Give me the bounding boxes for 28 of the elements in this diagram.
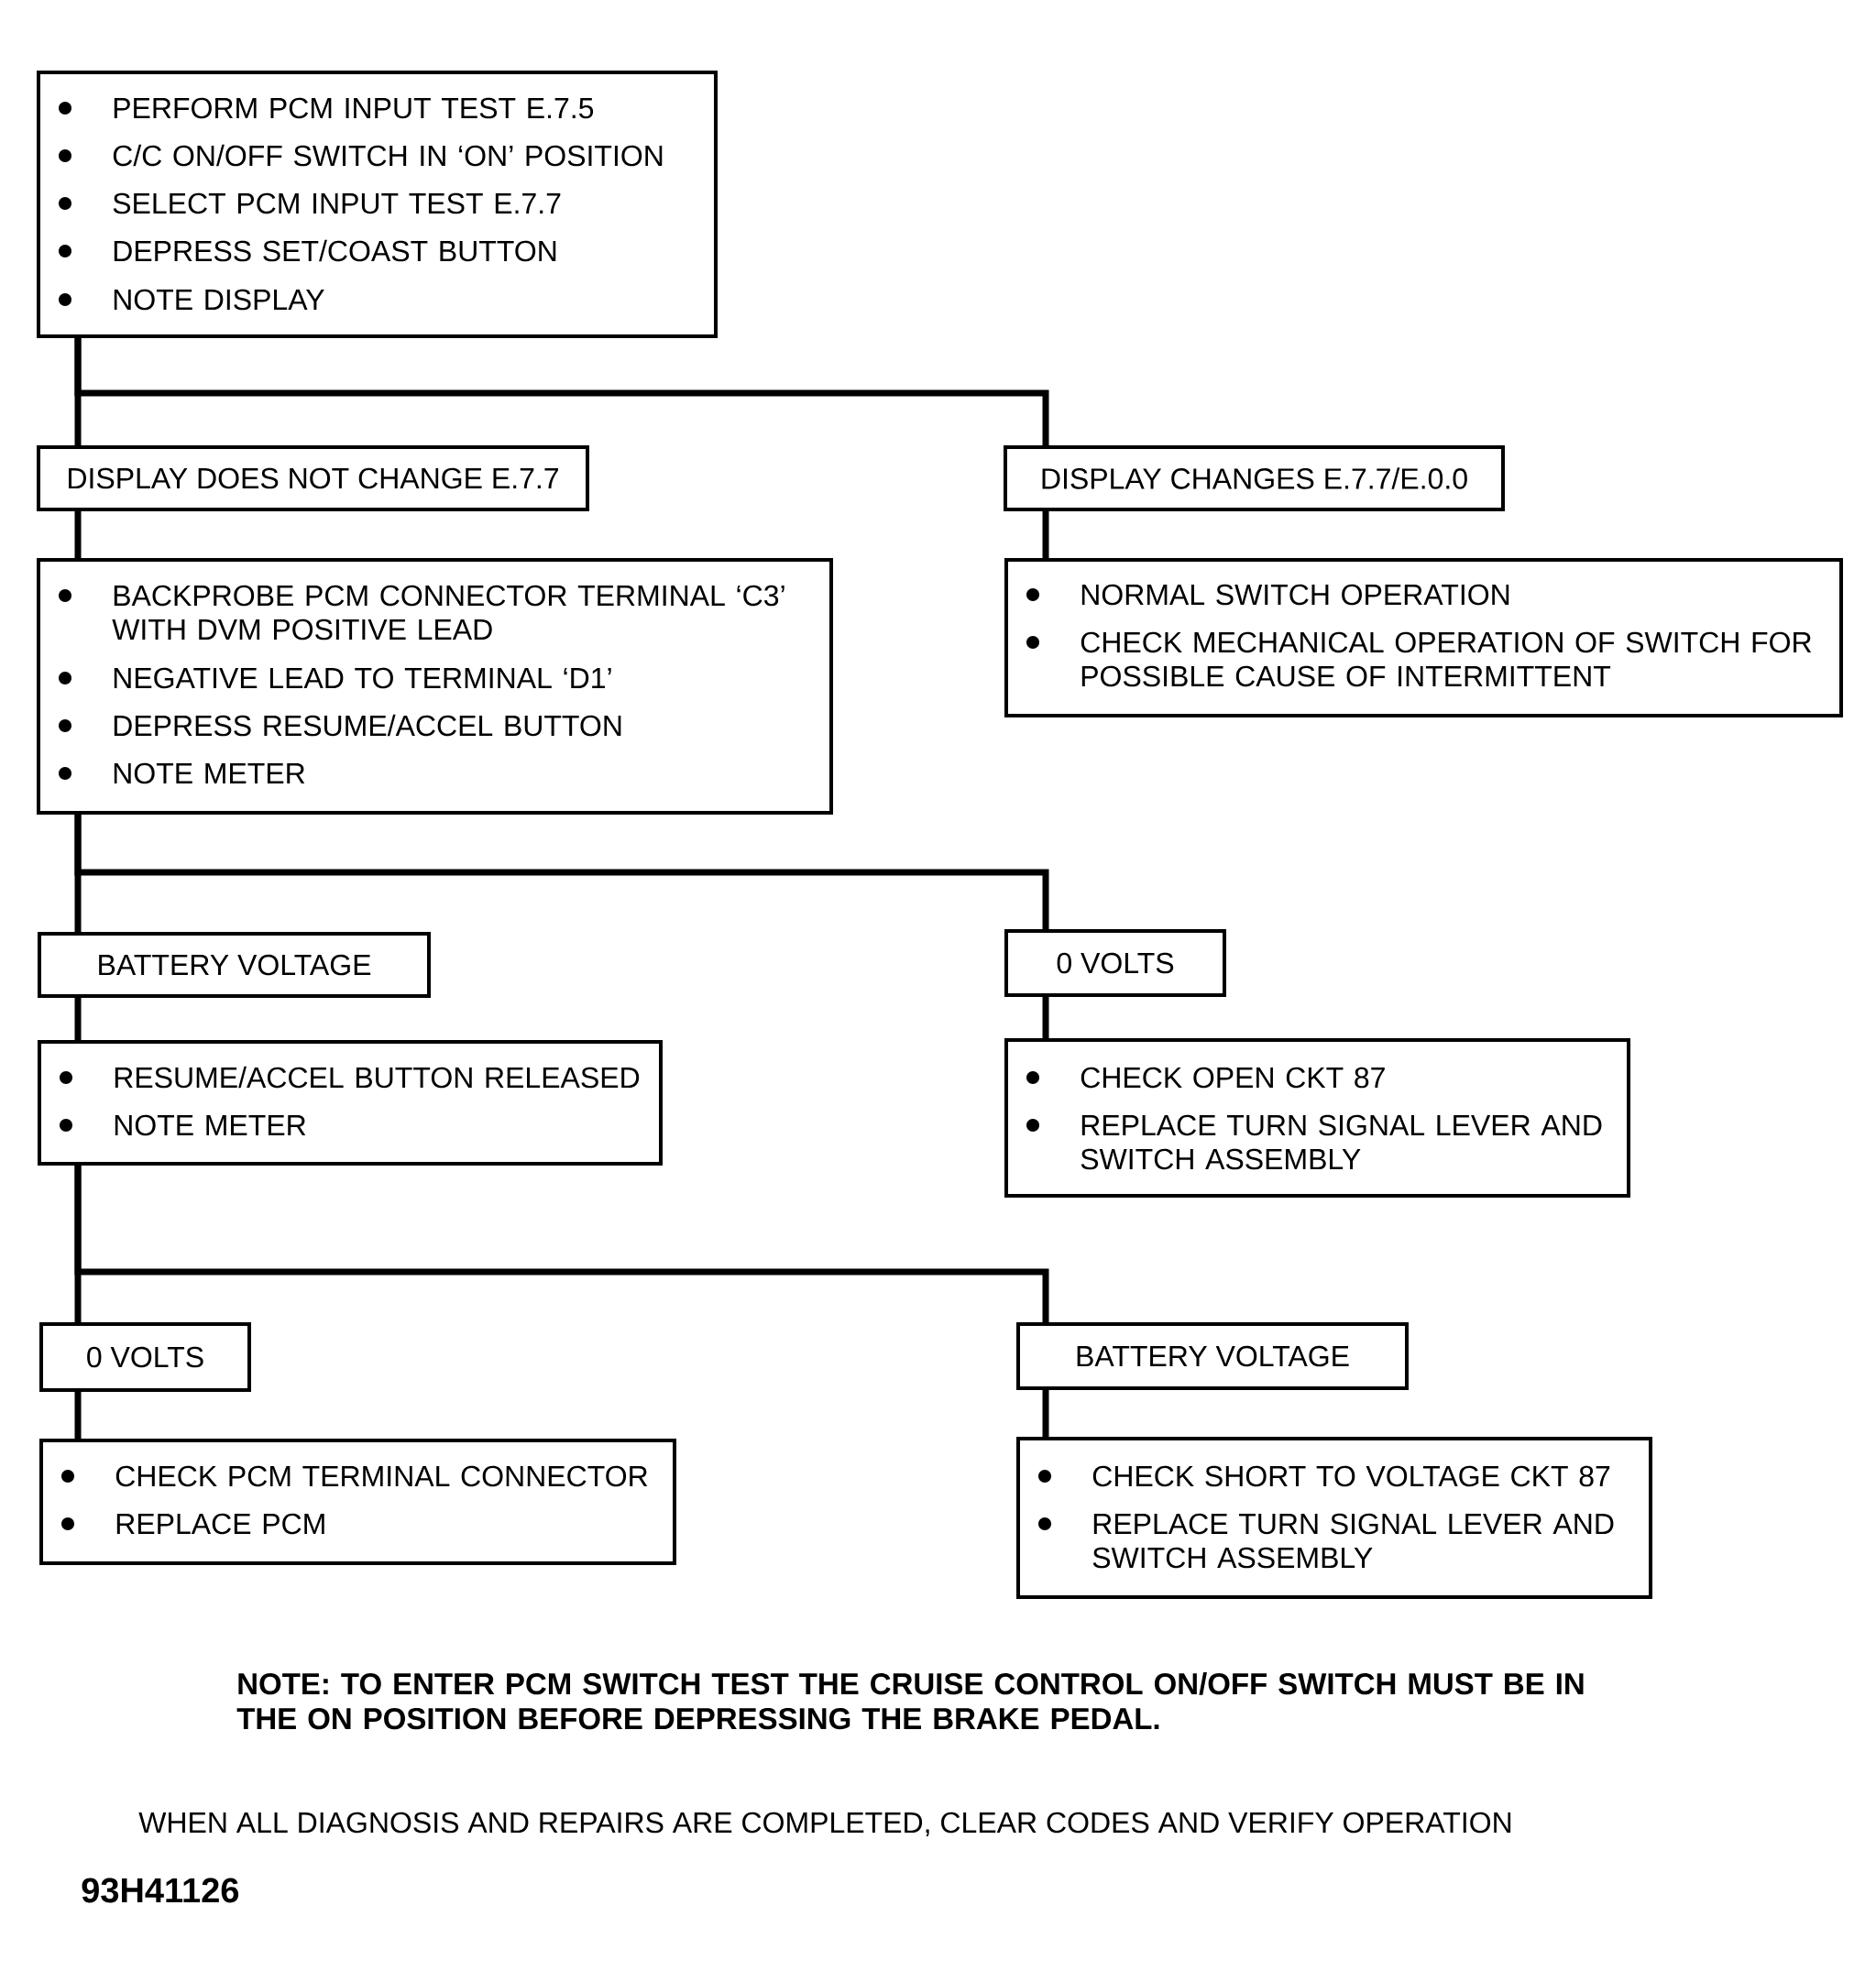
instruction-text: DEPRESS RESUME/ACCEL BUTTON [114,714,621,737]
instruction-text: NOTE DISPLAY [114,289,324,311]
instruction-text: NOTE METER [115,1114,306,1136]
instruction-text: NEGATIVE LEAD TO TERMINAL ‘D1’ [114,667,611,689]
instruction-text: RESUME/ACCEL BUTTON RELEASED [115,1066,640,1089]
instruction-text: REPLACE TURN SIGNAL LEVER AND SWITCH ASSEMBLY [1081,1114,1602,1170]
instruction-text: CHECK MECHANICAL OPERATION OF SWITCH FOR POSSIBLE CAUSE OF INTERMITTENT [1081,631,1812,687]
result-box: DISPLAY CHANGES E.7.7/E.0.0 [1004,445,1505,511]
instruction-text: CHECK SHORT TO VOLTAGE CKT 87 [1092,1465,1610,1487]
instruction-text: C/C ON/OFF SWITCH IN ‘ON’ POSITION [113,144,663,167]
instruction-text: NOTE METER [114,762,305,784]
footer-text: WHEN ALL DIAGNOSIS AND REPAIRS ARE COMPLETED, CLEAR CODES AND VERIFY OPERATION [138,1812,1511,1837]
figure-id: 93H41126 [82,1878,239,1903]
instruction-text: SELECT PCM INPUT TEST E.7.7 [113,192,561,214]
result-box: BATTERY VOLTAGE [1016,1322,1409,1390]
note-text: NOTE: TO ENTER PCM SWITCH TEST THE CRUISE CONTROL ON/OFF SWITCH MUST BE IN THE ON POSITION BEFORE DEPRESSING THE BRAKE PEDAL. [236,1672,1584,1730]
instruction-text: NORMAL SWITCH OPERATION [1081,584,1509,606]
instruction-text: DEPRESS SET/COAST BUTTON [114,239,556,262]
result-box: DISPLAY DOES NOT CHANGE E.7.7 [37,445,589,511]
instruction-text: PERFORM PCM INPUT TEST E.7.5 [114,97,594,119]
instruction-text: BACKPROBE PCM CONNECTOR TERMINAL ‘C3’ WITH DVM POSITIVE LEAD [112,585,784,641]
instruction-text: CHECK OPEN CKT 87 [1081,1067,1385,1089]
instruction-text: REPLACE PCM [116,1513,324,1535]
result-box: BATTERY VOLTAGE [38,932,431,998]
result-box: 0 VOLTS [1004,929,1226,997]
instruction-text: REPLACE TURN SIGNAL LEVER AND SWITCH ASSEMBLY [1092,1513,1614,1569]
instruction-text: CHECK PCM TERMINAL CONNECTOR [115,1465,648,1487]
result-box: 0 VOLTS [39,1322,251,1392]
